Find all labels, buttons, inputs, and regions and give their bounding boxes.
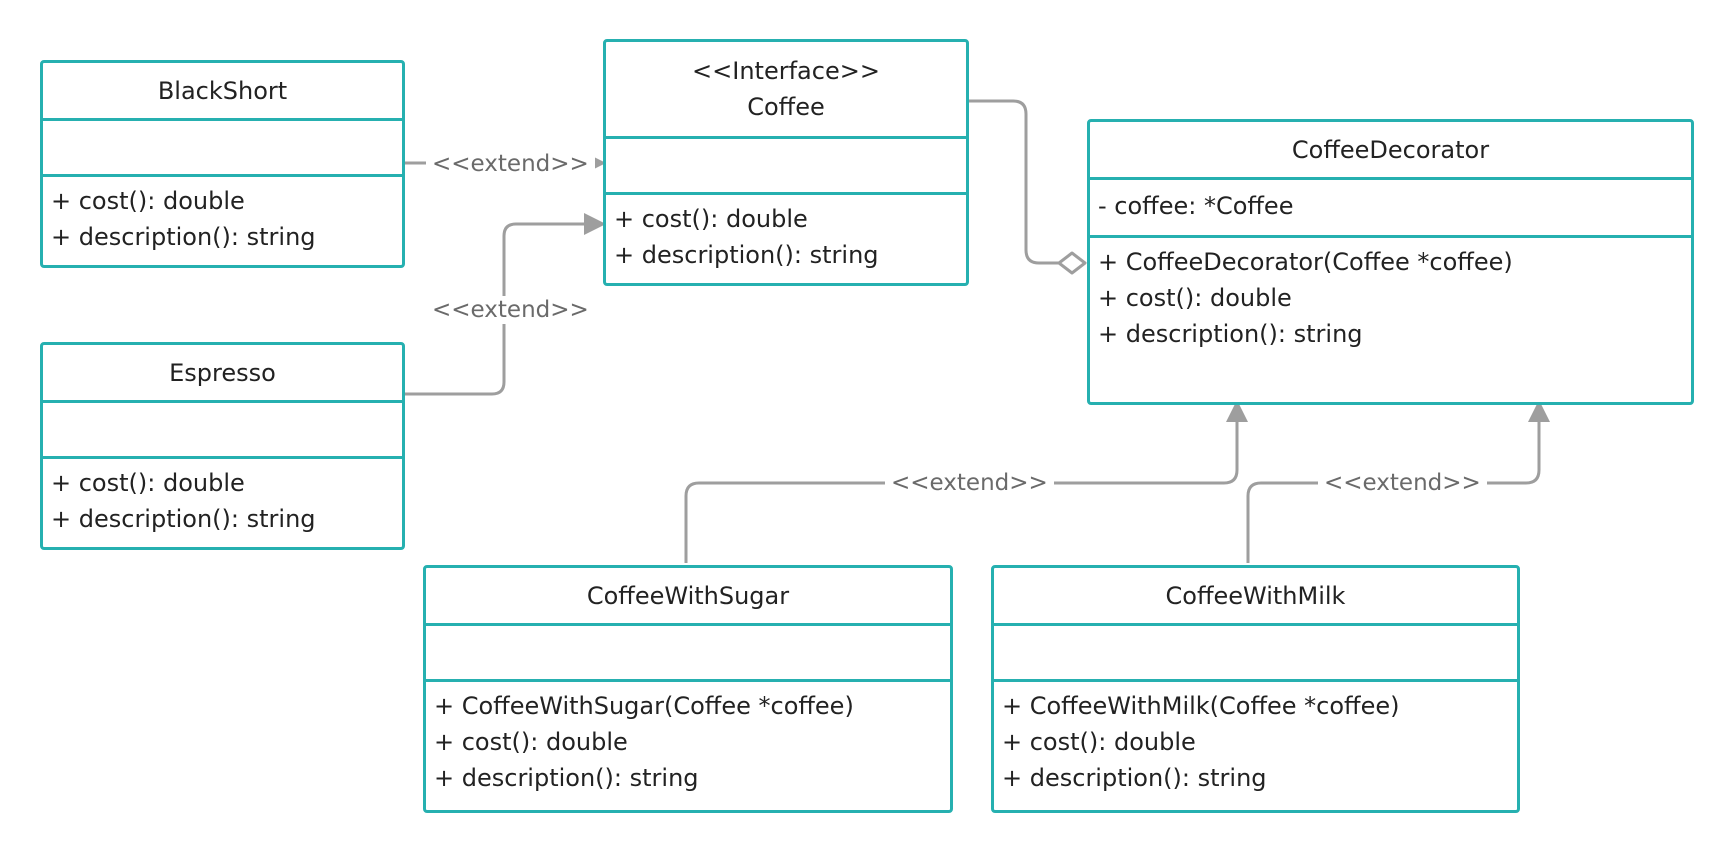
attributes-compartment: - coffee: *Coffee [1090,180,1691,238]
extend-arrowhead-sugar [1226,400,1248,422]
method: + cost(): double [614,205,808,233]
method: + CoffeeDecorator(Coffee *coffee) [1098,248,1513,276]
class-coffee-interface[interactable]: <<Interface>> Coffee + cost(): double + … [603,39,969,286]
class-name-compartment: BlackShort [43,63,402,121]
attributes-compartment [43,121,402,177]
class-name-compartment: CoffeeWithSugar [426,568,950,626]
methods-compartment: + CoffeeWithSugar(Coffee *coffee) + cost… [426,682,950,796]
method: + cost(): double [51,187,245,215]
method: + description(): string [51,223,316,251]
method: + cost(): double [51,469,245,497]
method: + cost(): double [434,728,628,756]
class-name-compartment: CoffeeDecorator [1090,122,1691,180]
extend-arrowhead-espresso [584,213,606,235]
extend-label-sugar: <<extend>> [885,469,1054,497]
class-name: Espresso [169,358,276,387]
method: + description(): string [51,505,316,533]
method: + cost(): double [1098,284,1292,312]
methods-compartment: + cost(): double + description(): string [43,459,402,537]
method: + CoffeeWithMilk(Coffee *coffee) [1002,692,1400,720]
class-name: Coffee [747,93,825,121]
method: + description(): string [1098,320,1363,348]
method: + CoffeeWithSugar(Coffee *coffee) [434,692,854,720]
methods-compartment: + CoffeeWithMilk(Coffee *coffee) + cost(… [994,682,1517,796]
method: + cost(): double [1002,728,1196,756]
class-coffee-with-sugar[interactable]: CoffeeWithSugar + CoffeeWithSugar(Coffee… [423,565,953,813]
class-name: CoffeeDecorator [1291,135,1490,164]
stereotype: <<Interface>> [692,57,880,85]
class-coffee-decorator[interactable]: CoffeeDecorator - coffee: *Coffee + Coff… [1087,119,1694,405]
class-espresso[interactable]: Espresso + cost(): double + description(… [40,342,405,550]
attributes-compartment [606,139,966,195]
methods-compartment: + cost(): double + description(): string [43,177,402,255]
extend-label-blackshort: <<extend>> [426,150,595,178]
class-name-compartment: CoffeeWithMilk [994,568,1517,626]
aggregation-connector-coffee-decorator[interactable] [967,99,1059,265]
class-coffee-with-milk[interactable]: CoffeeWithMilk + CoffeeWithMilk(Coffee *… [991,565,1520,813]
class-name: CoffeeWithMilk [1165,581,1346,610]
methods-compartment: + CoffeeDecorator(Coffee *coffee) + cost… [1090,238,1691,352]
attributes-compartment [43,403,402,459]
methods-compartment: + cost(): double + description(): string [606,195,966,273]
attributes-compartment [994,626,1517,682]
class-name: CoffeeWithSugar [586,581,790,610]
class-name-compartment: Espresso [43,345,402,403]
method: + description(): string [614,241,879,269]
extend-arrowhead-milk [1528,400,1550,422]
method: + description(): string [434,764,699,792]
method: + description(): string [1002,764,1267,792]
attribute: - coffee: *Coffee [1098,192,1294,220]
class-name: BlackShort [157,76,288,105]
aggregation-diamond [1057,251,1087,275]
class-name-compartment: <<Interface>> Coffee [606,42,966,139]
attributes-compartment [426,626,950,682]
extend-label-espresso: <<extend>> [426,296,595,324]
class-blackshort[interactable]: BlackShort + cost(): double + descriptio… [40,60,405,268]
extend-label-milk: <<extend>> [1318,469,1487,497]
